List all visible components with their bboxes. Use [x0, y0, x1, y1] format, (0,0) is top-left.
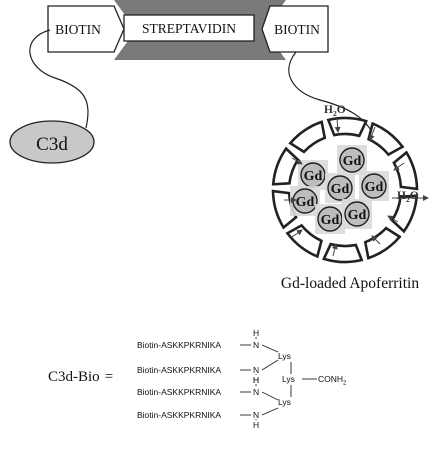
h-atom: H — [253, 375, 259, 385]
peptide-label: Biotin-ASKKPKRNIKA — [137, 410, 221, 420]
gd-label: Gd — [296, 195, 315, 210]
ferritin-subunit — [363, 226, 402, 260]
peptide-label: Biotin-ASKKPKRNIKA — [137, 387, 221, 397]
streptavidin-label: STREPTAVIDIN — [142, 21, 236, 36]
ferritin-subunit — [288, 120, 327, 154]
n-atom: N — [253, 365, 259, 375]
gd-label: Gd — [365, 180, 384, 195]
bond — [261, 344, 279, 353]
water-arrow — [334, 117, 341, 133]
n-atom: N — [253, 387, 259, 397]
water-arrow — [368, 126, 376, 141]
biotin-left-tag — [47, 5, 125, 53]
gd-sphere — [339, 147, 365, 173]
bond — [261, 391, 279, 401]
h-atom: H — [253, 375, 259, 385]
gd-label: Gd — [321, 213, 340, 228]
ferritin-subunit — [392, 150, 419, 191]
gd-label: Gd — [348, 208, 367, 223]
bond — [261, 359, 279, 371]
water-label-right: H2O — [397, 190, 419, 204]
tether-left — [29, 29, 89, 129]
water-arrow — [331, 243, 338, 257]
ferritin-subunit — [271, 146, 300, 186]
ferritin-subunit — [285, 223, 323, 259]
ferritin-subunit — [322, 242, 364, 264]
ferritin-subunit — [326, 116, 368, 138]
c3d-label: C3d — [36, 134, 68, 155]
biotin-left-label: BIOTIN — [55, 22, 101, 37]
water-arrow — [291, 157, 303, 165]
lys-upper: Lys — [278, 351, 291, 361]
gd-sphere — [361, 173, 387, 199]
ferritin-subunit — [390, 194, 419, 234]
gd-sphere — [344, 201, 370, 227]
gd-label: Gd — [343, 154, 362, 169]
water-arrow — [291, 229, 303, 238]
water-arrow — [371, 235, 381, 245]
water-arrow — [393, 162, 405, 171]
c3d-ellipse — [9, 120, 95, 164]
water-arrow — [387, 215, 399, 223]
lys-lower: Lys — [278, 397, 291, 407]
ferritin-subunit — [367, 121, 405, 157]
lys-middle: Lys — [282, 374, 295, 384]
biotin-right-tag — [261, 5, 329, 53]
water-label-top: H2O — [324, 104, 346, 118]
n-atom: N — [253, 340, 259, 350]
gd-label: Gd — [331, 182, 350, 197]
water-exchange-arrows — [284, 117, 429, 257]
conjugate-name: C3d-Bio= — [48, 369, 113, 385]
conh2-group: CONH2 — [318, 374, 347, 387]
peptide-label: Biotin-ASKKPKRNIKA — [137, 365, 221, 375]
gd-sphere — [327, 175, 353, 201]
streptavidin-box — [123, 14, 255, 42]
h-atom: H — [253, 328, 259, 338]
peptide-label: Biotin-ASKKPKRNIKA — [137, 340, 221, 350]
apoferritin-shell — [271, 116, 419, 264]
gd-label: Gd — [304, 169, 323, 184]
biotin-right-label: BIOTIN — [274, 22, 320, 37]
bond — [261, 407, 279, 416]
apoferritin-caption: Gd-loaded Apoferritin — [281, 275, 419, 292]
streptavidin-complex: STREPTAVIDIN BIOTIN BIOTIN — [47, 0, 329, 60]
n-atom: N — [253, 410, 259, 420]
h-atom: H — [253, 420, 259, 430]
